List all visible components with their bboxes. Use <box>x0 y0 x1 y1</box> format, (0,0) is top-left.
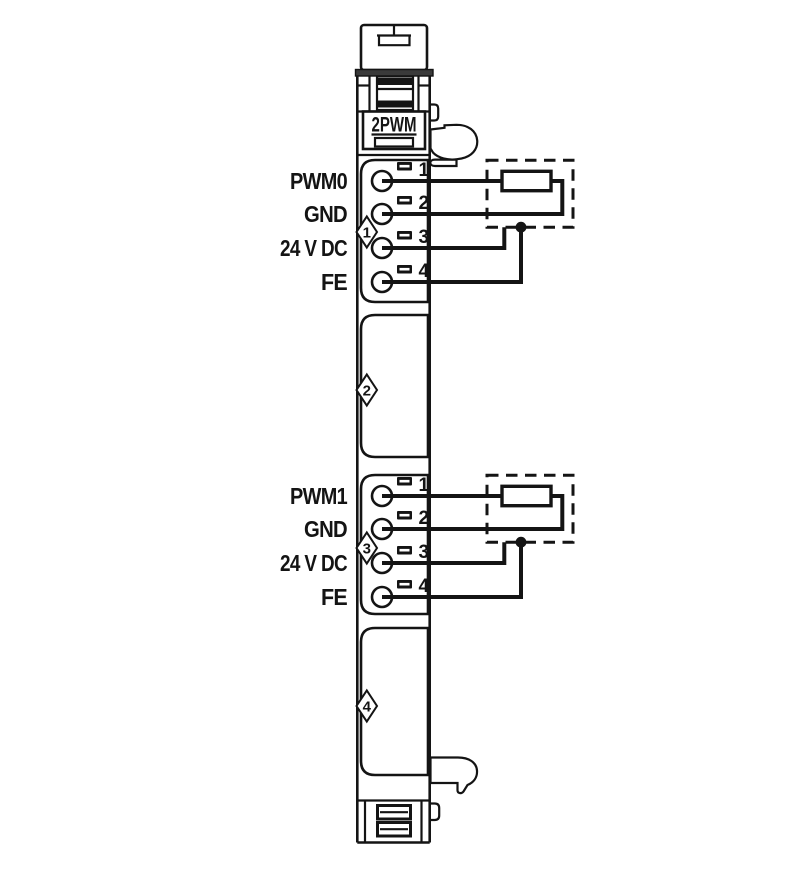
top-side-tab <box>428 103 440 122</box>
load-resistor <box>500 169 553 193</box>
pin-number: 3 <box>419 542 430 563</box>
wire-gnd-return <box>382 179 565 216</box>
junction-dot <box>515 536 527 548</box>
top-band <box>354 68 434 77</box>
pin-label: 24 V DC <box>280 235 348 261</box>
pin-number: 3 <box>419 227 430 248</box>
pin-label: PWM0 <box>290 168 348 194</box>
load-box <box>485 158 575 229</box>
wire-fe <box>382 227 523 284</box>
bottom-din-hook <box>429 756 479 795</box>
pin-number: 2 <box>419 193 430 214</box>
marker-number: 1 <box>363 225 371 242</box>
top-latch <box>357 75 430 113</box>
connector-block-2 <box>359 313 430 459</box>
module-body: 2PWM <box>354 23 479 844</box>
latch-bar-bottom <box>377 100 413 108</box>
junction-dot <box>515 221 527 233</box>
wire-gnd-return <box>382 494 565 531</box>
wire-24vdc <box>382 227 507 250</box>
pin-row: 1 PWM1 <box>290 475 430 509</box>
load-resistor <box>500 484 553 508</box>
connector-block-3 <box>359 473 430 616</box>
hook-finger <box>429 158 458 168</box>
top-cap-notch <box>377 25 411 47</box>
pin-label: GND <box>304 201 347 227</box>
load-circuit-2 <box>382 473 575 599</box>
pin-number: 2 <box>419 508 430 529</box>
marker-number: 4 <box>363 699 372 716</box>
wire-fe <box>382 542 523 599</box>
module-label: 2PWM <box>372 114 417 137</box>
label-slot <box>373 136 415 148</box>
marker-diamond-2 <box>355 372 379 408</box>
pin-row: 3 24 V DC <box>280 542 429 576</box>
pin-row: 2 GND <box>304 193 429 227</box>
connector-group-2: 1 PWM1 2 GND 3 24 V DC 4 FE 3 <box>280 473 575 610</box>
marker-diamond-3 <box>355 530 379 566</box>
connector-group-1: 1 PWM0 2 GND 3 24 V DC 4 FE 1 <box>280 158 575 295</box>
pin-row: 3 24 V DC <box>280 227 429 261</box>
pin-number: 4 <box>419 261 430 282</box>
top-din-hook <box>429 123 479 168</box>
pin-label: FE <box>321 269 347 295</box>
connector-block-4 <box>359 626 430 777</box>
wire-24vdc <box>382 542 507 565</box>
pin-label: GND <box>304 516 347 542</box>
marker-number: 2 <box>363 383 371 400</box>
bottom-side-tab <box>428 802 441 822</box>
marker-number: 3 <box>363 541 371 558</box>
pin-label: FE <box>321 584 347 610</box>
module-label-box: 2PWM <box>361 110 427 151</box>
marker-diamond-1 <box>355 214 379 250</box>
load-box <box>485 473 575 544</box>
marker-diamond-4 <box>355 688 379 724</box>
pin-number: 4 <box>419 576 430 597</box>
pin-label: 24 V DC <box>280 550 348 576</box>
pin-number: 1 <box>419 160 430 181</box>
latch-center <box>375 75 415 112</box>
bottom-latch <box>357 799 430 844</box>
load-circuit-1 <box>382 158 575 284</box>
latch-bar-top <box>377 78 413 85</box>
pin-row: 1 PWM0 <box>290 160 430 194</box>
pin-number: 1 <box>419 475 430 496</box>
pin-label: PWM1 <box>290 483 348 509</box>
